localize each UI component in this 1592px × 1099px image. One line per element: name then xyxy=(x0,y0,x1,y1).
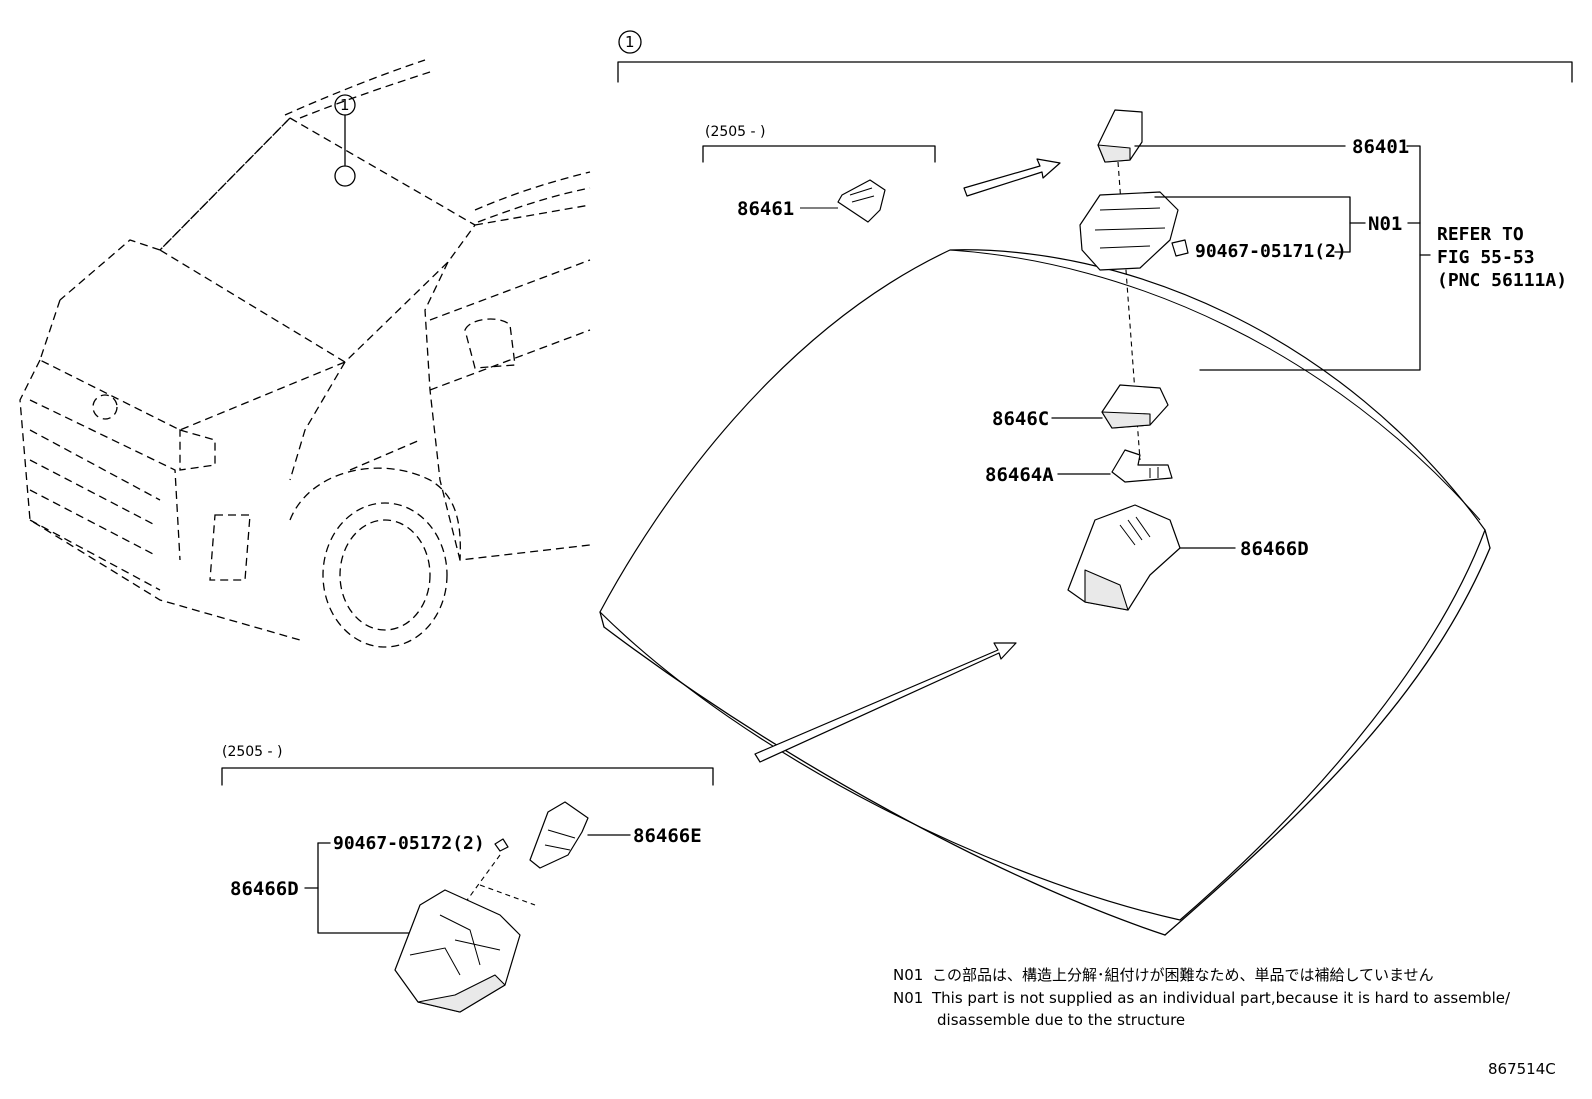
callout-number: 1 xyxy=(340,96,350,114)
part-number-86466D-right: 86466D xyxy=(1240,538,1309,560)
part-86466D-cover: 86466D xyxy=(1067,504,1309,611)
note-jp-text: この部品は、構造上分解･組付けが困難なため、単品では補給していません xyxy=(932,966,1434,984)
part-number-86466D-left: 86466D xyxy=(230,878,299,900)
figure-id: 867514C xyxy=(1488,1060,1556,1078)
part-86464A: 86464A xyxy=(985,449,1173,486)
part-8646C: 8646C xyxy=(992,384,1169,430)
direction-arrows xyxy=(754,158,1061,763)
part-number-90467-05172: 90467-05172(2) xyxy=(333,833,485,854)
part-86461: (2505 - ) 86461 xyxy=(702,124,936,223)
part-number-90467-05171: 90467-05171(2) xyxy=(1195,241,1347,262)
windshield-glass xyxy=(599,249,1491,936)
part-number-n01: N01 xyxy=(1368,213,1402,235)
date-range-top: (2505 - ) xyxy=(705,124,766,140)
refer-line-2: FIG 55-53 xyxy=(1437,247,1535,268)
part-86401: 86401 xyxy=(1097,109,1409,461)
part-number-86464A: 86464A xyxy=(985,464,1054,486)
group-bracket: 1 xyxy=(617,30,1573,83)
group-callout: 1 xyxy=(625,33,635,51)
part-n01-camera: N01 90467-05171(2) xyxy=(1079,145,1431,371)
part-number-8646C: 8646C xyxy=(992,408,1049,430)
refer-line-3: (PNC 56111A) xyxy=(1437,270,1567,291)
part-number-86461: 86461 xyxy=(737,198,794,220)
notes: N01 この部品は、構造上分解･組付けが困難なため、単品では補給していません N… xyxy=(893,966,1511,1029)
bottom-group: (2505 - ) 86466E 90467-05172(2) 86466D xyxy=(221,744,714,1013)
date-range-bottom: (2505 - ) xyxy=(222,744,283,760)
part-number-86401: 86401 xyxy=(1352,136,1409,158)
refer-line-1: REFER TO xyxy=(1437,224,1524,245)
part-number-86466E: 86466E xyxy=(633,825,702,847)
vehicle-illustration: 1 xyxy=(19,59,591,648)
note-jp-code: N01 xyxy=(893,966,923,984)
note-en-code: N01 xyxy=(893,989,923,1007)
note-en-text-2: disassemble due to the structure xyxy=(937,1011,1185,1029)
refer-note: REFER TO FIG 55-53 (PNC 56111A) xyxy=(1437,224,1567,291)
note-en-text: This part is not supplied as an individu… xyxy=(931,989,1511,1007)
